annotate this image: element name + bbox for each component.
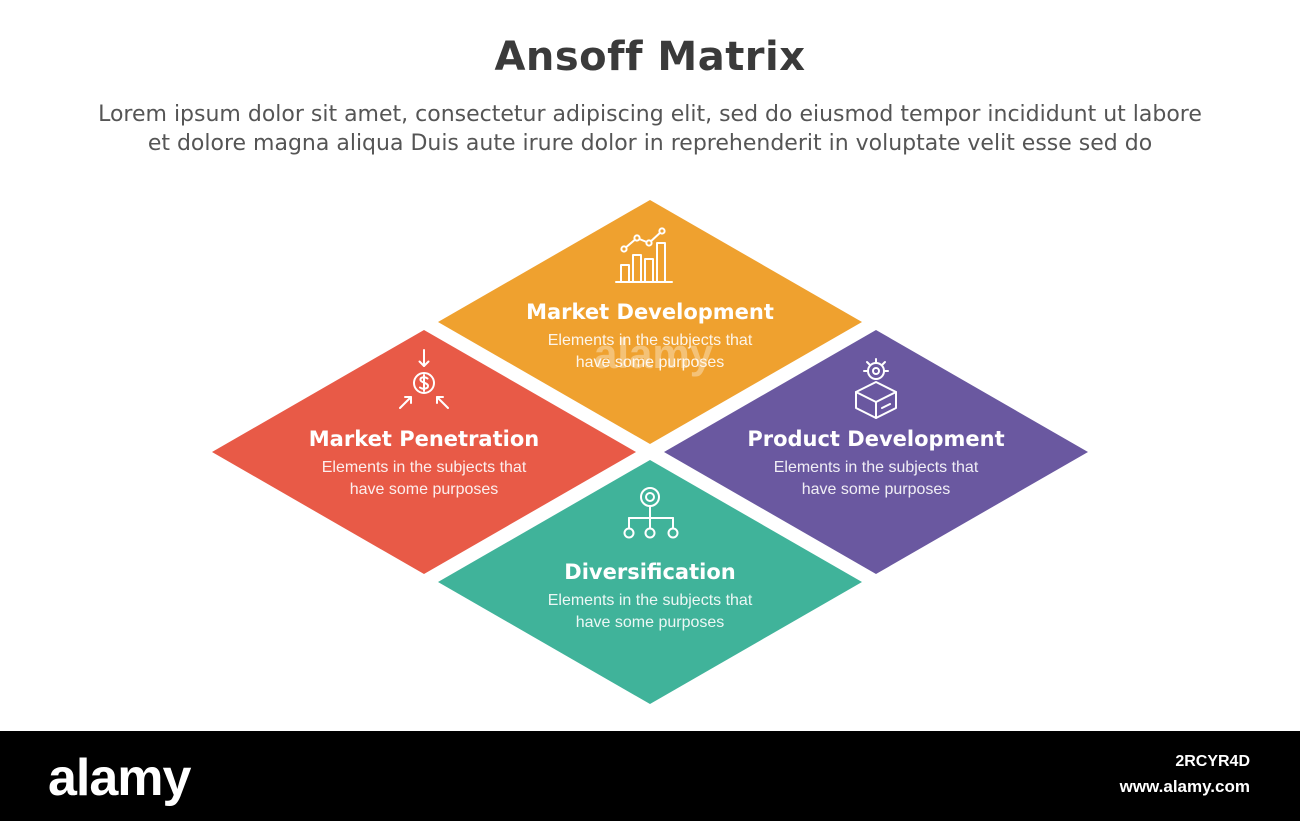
quadrant-heading: Market Development (526, 300, 774, 324)
subtitle-line-1: Lorem ipsum dolor sit amet, consectetur … (98, 102, 1202, 127)
quadrant-description: Elements in the subjects that have some … (547, 592, 753, 631)
site-url: www.alamy.com (1119, 777, 1250, 796)
diamond-market-penetration (212, 330, 636, 574)
quadrant-description: Elements in the subjects that have some … (321, 459, 527, 498)
quadrant-market-development: Market Development Elements in the subje… (500, 300, 800, 374)
quadrant-product-development: Product Development Elements in the subj… (726, 427, 1026, 501)
subtitle-line-2: et dolore magna aliqua Duis aute irure d… (147, 131, 1153, 156)
footer-bar: alamy 2RCYR4D www.alamy.com (0, 731, 1300, 821)
dollar-arrows-in-icon (399, 349, 449, 409)
quadrant-heading: Product Development (747, 427, 1005, 451)
page-title: Ansoff Matrix (494, 34, 806, 80)
diamond-layer (212, 200, 1088, 704)
quadrant-diversification: Diversification Elements in the subjects… (500, 560, 800, 634)
quadrant-market-penetration: Market Penetration Elements in the subje… (274, 427, 574, 501)
watermark: alamy (594, 330, 714, 377)
bar-chart-trend-icon (615, 227, 673, 283)
page-subtitle: Lorem ipsum dolor sit amet, consectetur … (60, 100, 1240, 158)
diamond-market-development (438, 200, 862, 444)
diamond-diversification (438, 460, 862, 704)
diamond-product-development (664, 330, 1088, 574)
hierarchy-icon (623, 487, 679, 539)
quadrant-description: Elements in the subjects that have some … (773, 459, 979, 498)
image-id: 2RCYR4D (1175, 753, 1250, 770)
gear-box-icon (855, 358, 897, 419)
brand-logo: alamy (48, 749, 191, 807)
quadrant-heading: Market Penetration (308, 427, 540, 451)
diagram-canvas: Ansoff Matrix Lorem ipsum dolor sit amet… (60, 34, 1240, 704)
quadrant-description: Elements in the subjects that have some … (547, 332, 753, 371)
quadrant-heading: Diversification (564, 560, 736, 584)
